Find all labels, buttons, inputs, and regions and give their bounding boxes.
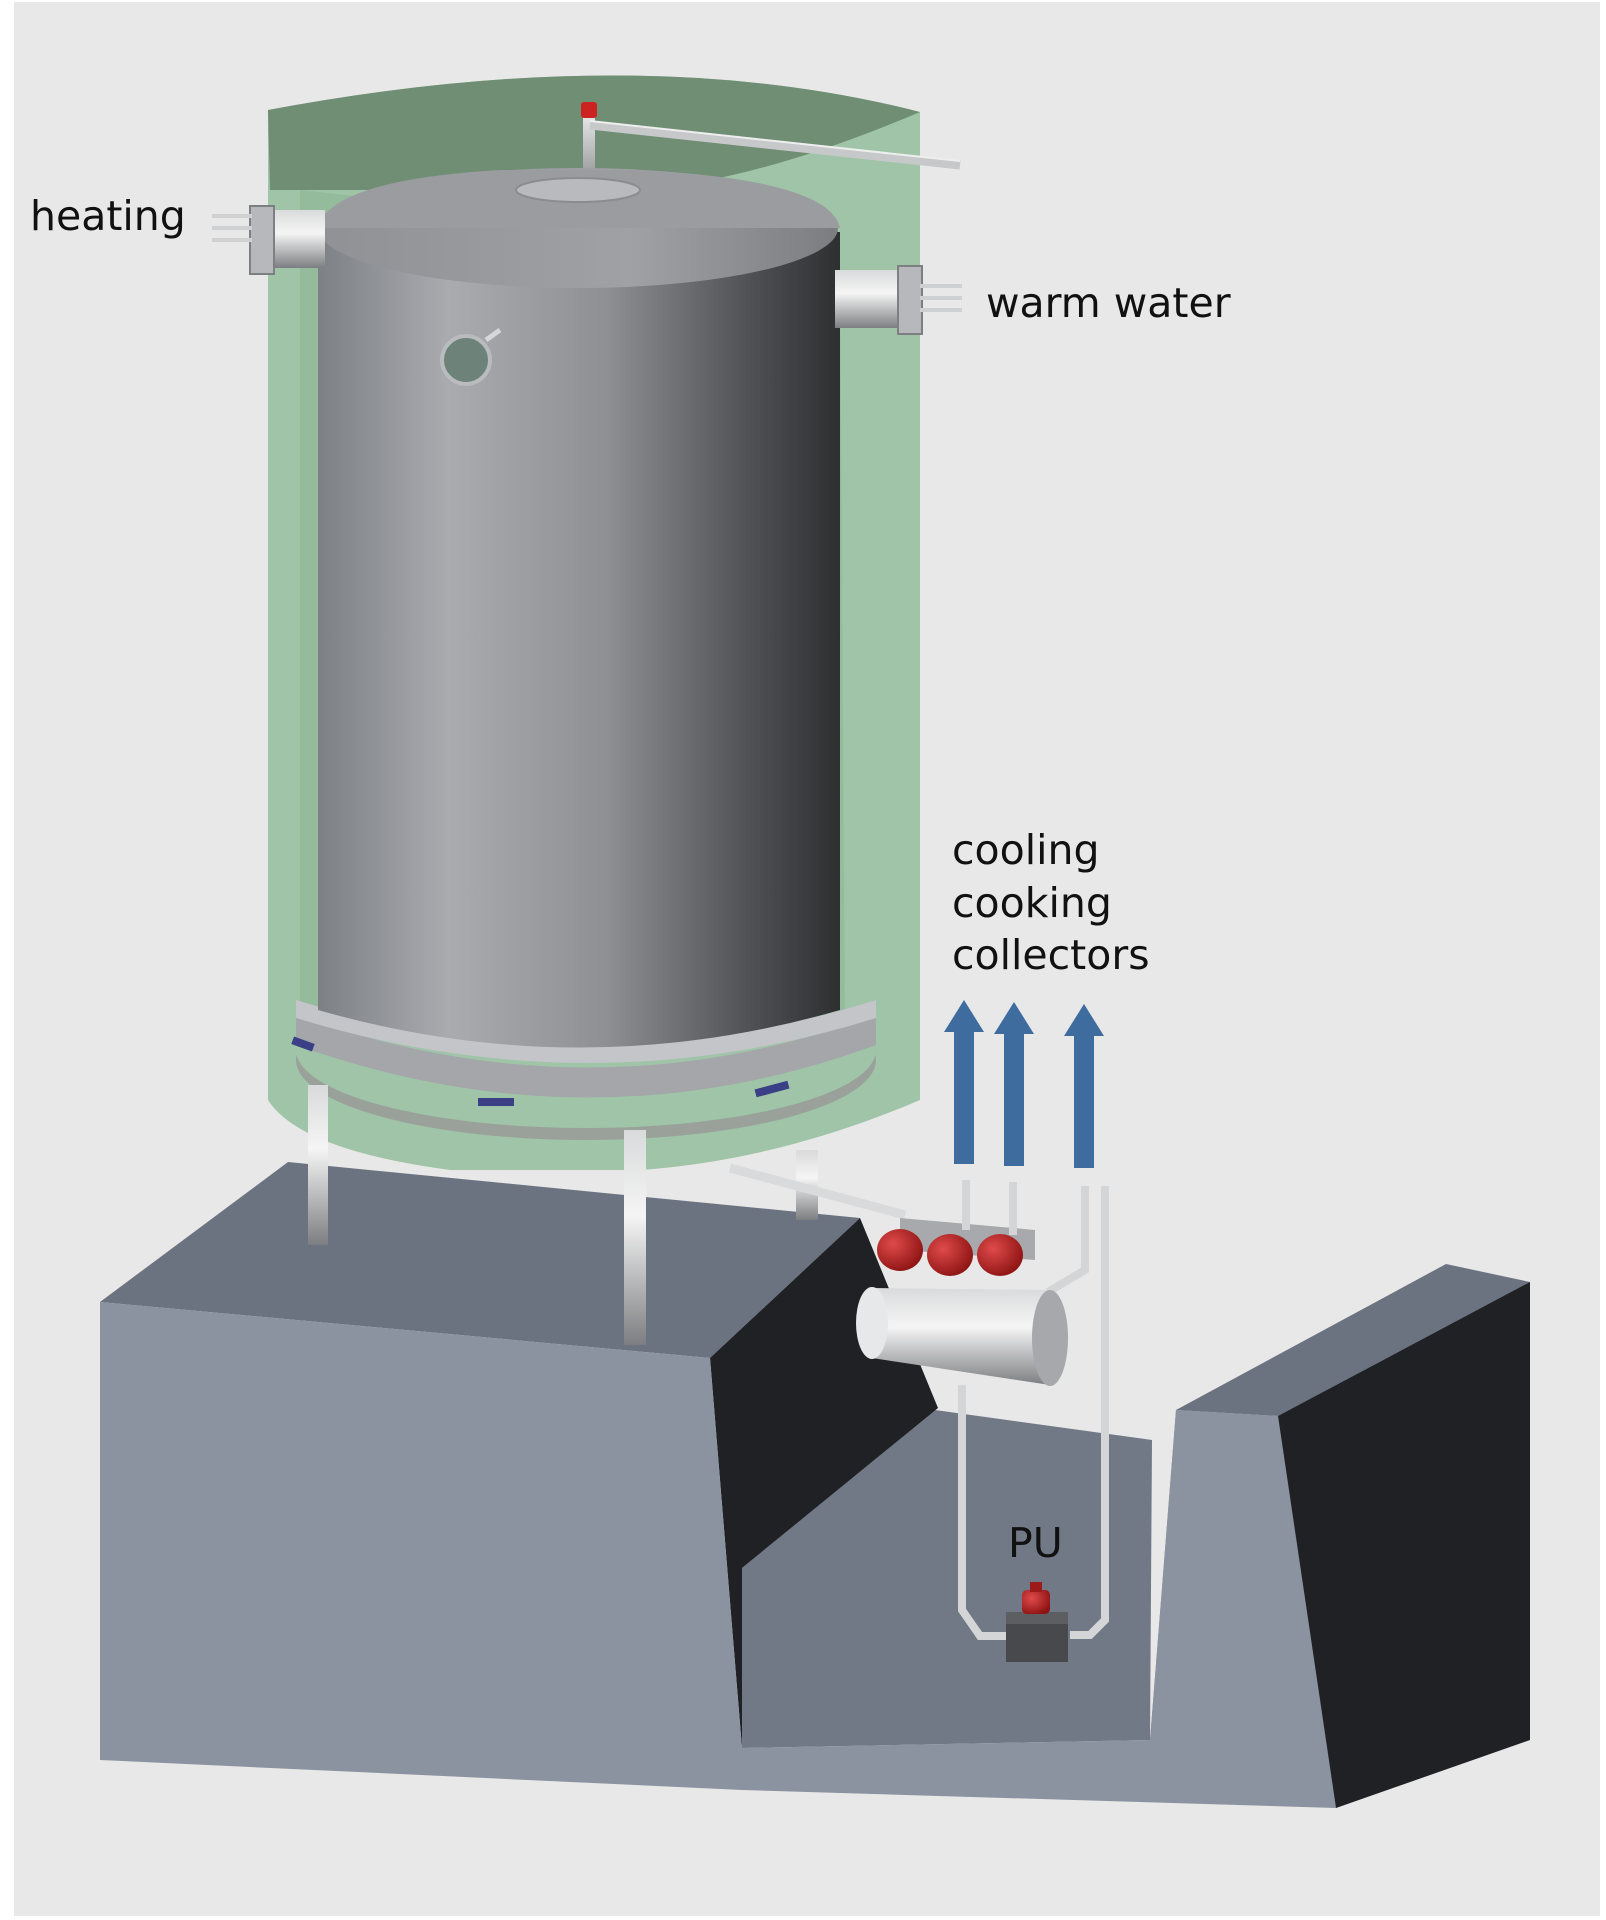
valve-icon bbox=[581, 102, 597, 118]
warm-water-label: warm water bbox=[986, 279, 1231, 327]
valve-icon bbox=[977, 1234, 1023, 1276]
cooking-label: cooking bbox=[952, 879, 1112, 927]
collectors-label: collectors bbox=[952, 931, 1150, 979]
cooling-label: cooling bbox=[952, 826, 1100, 874]
valve-icon bbox=[927, 1234, 973, 1276]
flow-arrow-icon bbox=[994, 1002, 1034, 1166]
warm-water-flange bbox=[835, 265, 962, 335]
pump-unit bbox=[1006, 1582, 1068, 1662]
pump-icon bbox=[1022, 1590, 1050, 1614]
heating-label: heating bbox=[30, 192, 186, 240]
flow-arrows bbox=[944, 1000, 1104, 1168]
flow-arrow-icon bbox=[944, 1000, 984, 1164]
storage-tank bbox=[291, 168, 877, 1140]
valve-icon bbox=[877, 1229, 923, 1271]
top-vent-pipe bbox=[581, 102, 961, 175]
heating-flange bbox=[212, 205, 325, 275]
flow-arrow-icon bbox=[1064, 1004, 1104, 1168]
heat-exchanger bbox=[856, 1287, 1068, 1386]
manifold-valves bbox=[877, 1229, 1023, 1276]
pump-unit-label: PU bbox=[1008, 1519, 1063, 1567]
